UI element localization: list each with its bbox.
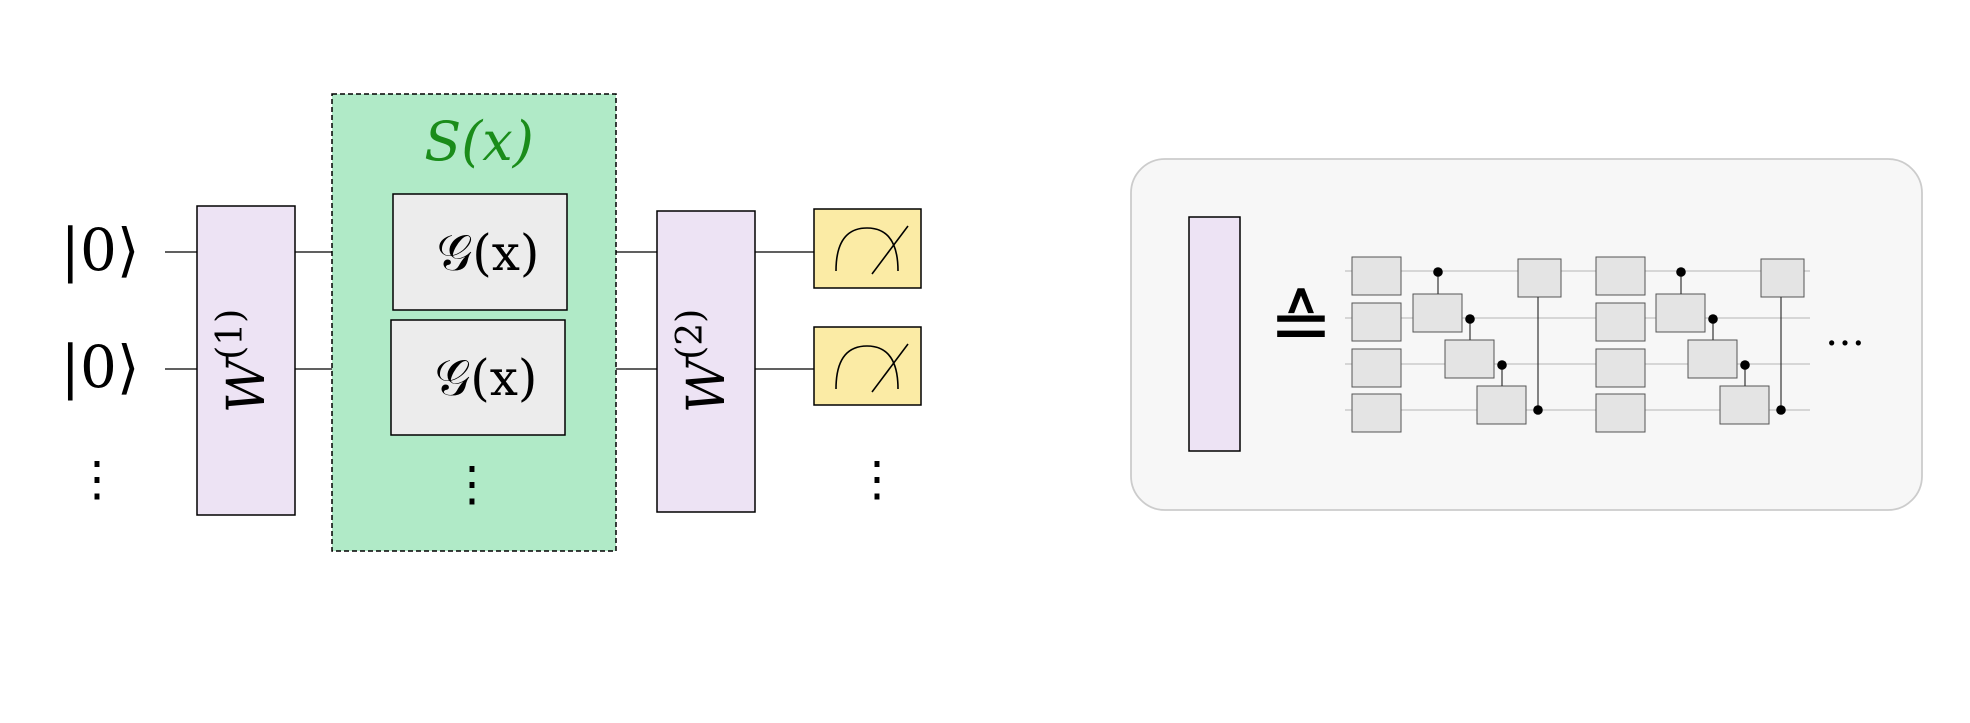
mini-circuit-layer-2	[1595, 256, 1805, 433]
unitary-block-symbol	[1188, 216, 1241, 452]
output-ellipsis: ⋮	[853, 451, 901, 507]
ket-zero-1: |0⟩	[60, 216, 139, 284]
unitary-w1-block: W(1)	[196, 205, 296, 516]
mini-circuit-layer-1	[1351, 256, 1562, 433]
ket-zero-2: |0⟩	[60, 333, 139, 401]
input-ellipsis: ⋮	[73, 451, 121, 507]
trailing-ellipsis: …	[1825, 309, 1865, 355]
encoding-gate-2: 𝒢(x)	[390, 319, 566, 436]
unitary-w2-block: W(2)	[656, 210, 756, 513]
encoding-gate-ellipsis: ⋮	[448, 456, 496, 512]
equivalence-symbol: ≙	[1269, 279, 1333, 368]
unitary-w1-label: W(1)	[210, 309, 277, 413]
encoding-block-title: S(x)	[424, 110, 534, 173]
encoding-gate-2-label: 𝒢(x)	[435, 349, 538, 407]
measurement-meter-icon	[813, 326, 922, 406]
encoding-gate-1-label: 𝒢(x)	[437, 224, 540, 282]
encoding-gate-1: 𝒢(x)	[392, 193, 568, 311]
unitary-w2-label: W(2)	[670, 309, 737, 413]
measurement-meter-icon	[813, 208, 922, 289]
unitary-decomposition-panel: ≙	[1130, 158, 1923, 511]
qubit-wires	[165, 251, 814, 370]
encoding-block-s: S(x) 𝒢(x) 𝒢(x) ⋮	[331, 93, 617, 552]
